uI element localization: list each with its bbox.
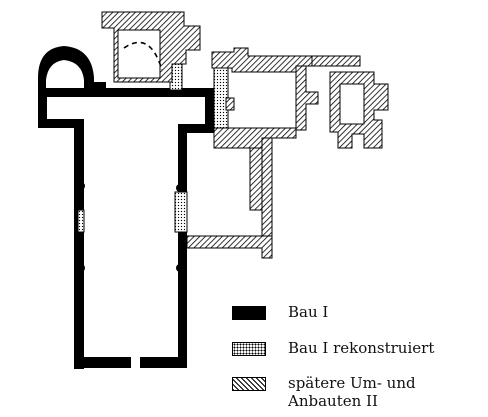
legend-label-bau1-reconstructed: Bau I rekonstruiert: [288, 339, 435, 357]
bau1-walls: [38, 46, 214, 369]
vault-arc: [123, 41, 163, 71]
transept-west-wall: [38, 88, 47, 126]
legend-item-later-additions: spätere Um- und Anbauten II: [232, 374, 478, 410]
legend-swatch-dotted: [232, 342, 266, 356]
legend-swatch-hatched: [232, 377, 266, 391]
bau1-reconstructed: [77, 59, 229, 233]
transept-north-wall: [38, 88, 214, 97]
legend-swatch-solid: [232, 306, 266, 320]
nave-west-wall: [74, 119, 84, 369]
nave-east-wall: [178, 127, 187, 368]
legend-label-bau1: Bau I: [288, 303, 329, 321]
legend-label-later-additions: spätere Um- und Anbauten II: [288, 374, 416, 410]
legend-item-bau1-reconstructed: Bau I rekonstruiert: [232, 339, 478, 357]
apse-wall: [38, 46, 94, 120]
legend-item-bau1: Bau I: [232, 303, 478, 321]
later-additions: [101, 11, 389, 259]
